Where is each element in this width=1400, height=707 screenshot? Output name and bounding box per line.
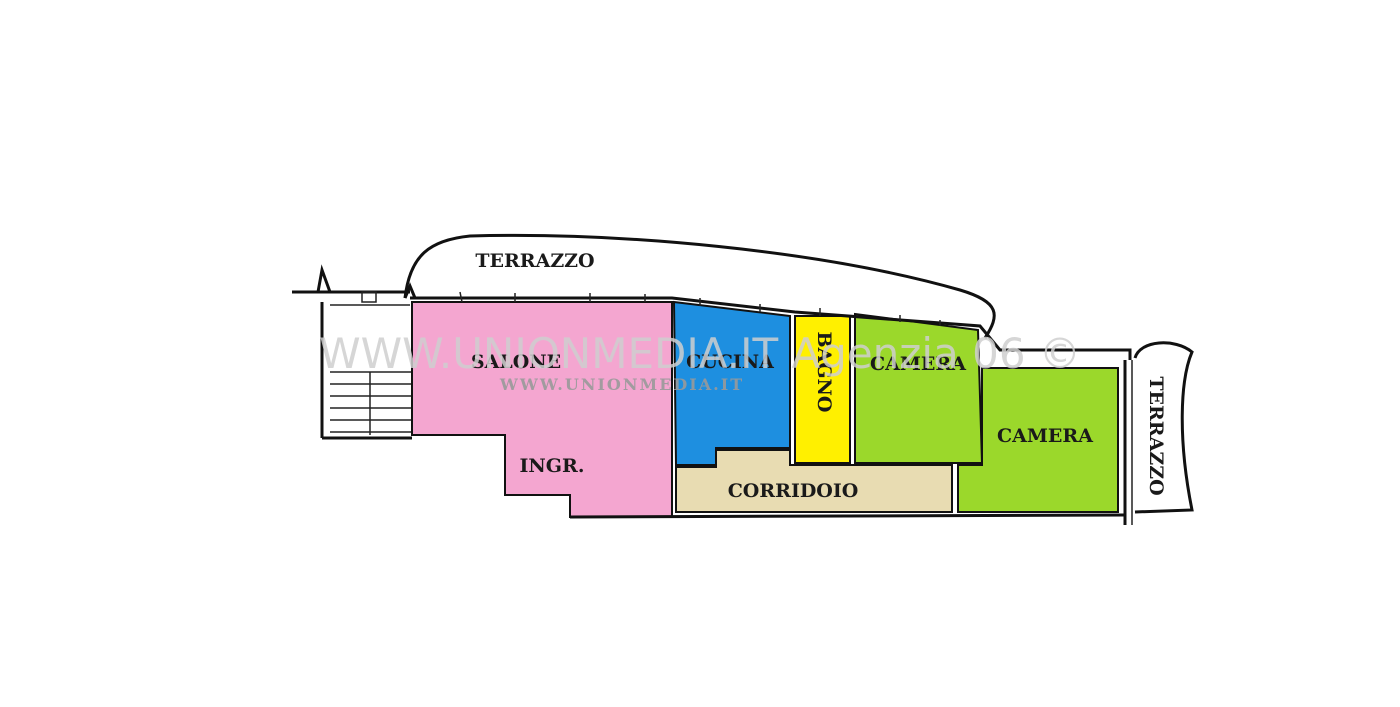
exterior-wall-bottom [569,513,1126,519]
label-cucina: CUCINA [686,351,774,373]
label-camera-2: CAMERA [997,425,1093,447]
terrace-top-outline [403,233,996,339]
label-terrazzo-top: TERRAZZO [475,250,594,272]
staircase [292,264,417,440]
room-corridoio [675,449,953,513]
label-camera-1: CAMERA [870,353,966,375]
label-salone: SALONE [471,351,561,373]
watermark-url: WWW.UNIONMEDIA.IT [499,375,744,394]
room-camera-2 [957,367,1119,513]
label-terrazzo-right: TERRAZZO [1145,376,1167,495]
room-salone [411,301,673,518]
watermark-main: WWW.UNIONMEDIA.IT Agenzia 06 © [319,329,1081,378]
room-cucina [672,300,791,466]
window-marks [459,291,941,326]
label-bagno: BAGNO [813,332,835,413]
label-corridoio: CORRIDOIO [728,480,859,502]
exterior-wall-top [410,296,1132,360]
terrace-right-outline [1133,341,1194,514]
label-ingresso: INGR. [520,455,585,477]
